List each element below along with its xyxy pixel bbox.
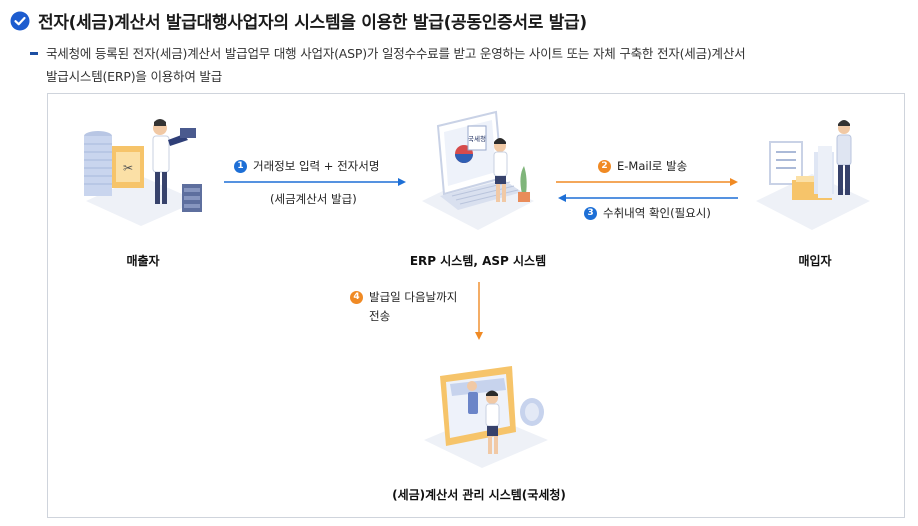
erp-illustration: 국세청 xyxy=(422,110,534,230)
seller-illustration: ✂ xyxy=(84,119,202,226)
step-1-text: 거래정보 입력 + 전자서명 xyxy=(253,159,380,173)
node-erp: ERP 시스템, ASP 시스템 xyxy=(409,254,547,268)
description-line-1: 국세청에 등록된 전자(세금)계산서 발급업무 대행 사업자(ASP)가 일정수… xyxy=(46,46,746,61)
page-title: 전자(세금)계산서 발급대행사업자의 시스템을 이용한 발급(공동인증서로 발급… xyxy=(38,13,587,33)
node-seller: 매출자 xyxy=(126,254,160,268)
step-3-label: 3 수취내역 확인(필요시) xyxy=(584,205,711,221)
step-2-label: 2 E-Mail로 발송 xyxy=(598,158,687,174)
node-nts: (세금)계산서 관리 시스템(국세청) xyxy=(392,488,566,502)
step-1-label: 1 거래정보 입력 + 전자서명 xyxy=(234,158,379,174)
buyer-illustration xyxy=(756,120,870,230)
step-4-text-line2: 전송 xyxy=(369,309,391,323)
step-4-badge: 4 xyxy=(350,290,363,304)
flow-arrows xyxy=(224,178,738,340)
step-2-text: E-Mail로 발송 xyxy=(617,159,688,173)
step-2-badge: 2 xyxy=(598,159,611,173)
step-1-sub: (세금계산서 발급) xyxy=(270,192,357,206)
node-buyer: 매입자 xyxy=(798,254,832,268)
description-line-2: 발급시스템(ERP)을 이용하여 발급 xyxy=(46,69,223,84)
step-4-label: 4 발급일 다음날까지 xyxy=(350,289,457,305)
step-1-badge: 1 xyxy=(234,159,247,173)
step-3-badge: 3 xyxy=(584,206,597,220)
svg-text:✂: ✂ xyxy=(123,161,133,175)
page-heading: 전자(세금)계산서 발급대행사업자의 시스템을 이용한 발급(공동인증서로 발급… xyxy=(10,8,587,33)
step-4-text: 발급일 다음날까지 xyxy=(369,290,458,304)
bullet-dash-icon xyxy=(30,52,38,55)
step-3-text: 수취내역 확인(필요시) xyxy=(603,206,711,220)
issuance-flow-diagram: ✂ 국세청 xyxy=(47,93,905,518)
nts-illustration xyxy=(424,366,548,468)
description: 국세청에 등록된 전자(세금)계산서 발급업무 대행 사업자(ASP)가 일정수… xyxy=(30,42,890,88)
check-circle-icon xyxy=(10,11,30,30)
monitor-badge: 국세청 xyxy=(468,134,486,143)
